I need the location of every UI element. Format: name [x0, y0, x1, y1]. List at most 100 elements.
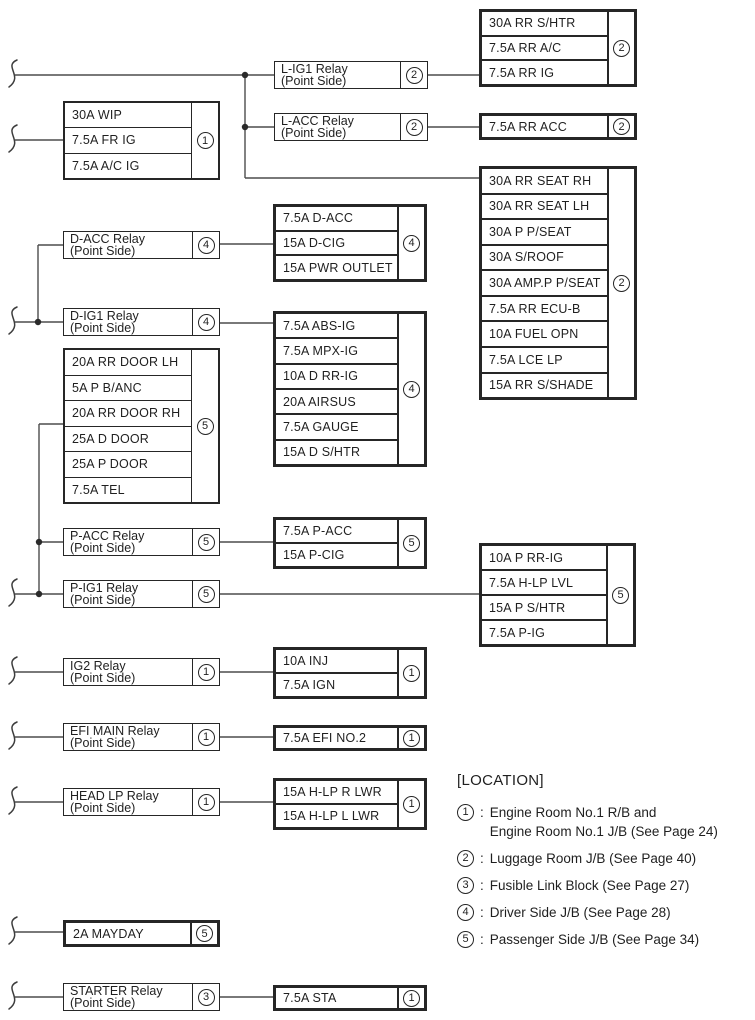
wire-break-symbols — [8, 59, 18, 1010]
wire-break-icon — [8, 656, 18, 685]
location-badge: 4 — [403, 234, 420, 252]
fuse-row: 7.5A D-ACC — [276, 207, 397, 232]
wire-break-icon — [8, 124, 18, 153]
fuse-row: 15A P S/HTR — [482, 596, 606, 621]
fuse-row: 15A D-CIG — [276, 232, 397, 257]
location-badge: 2 — [613, 118, 630, 135]
location-badge: 1 — [403, 664, 420, 682]
location-badge: 5 — [197, 533, 215, 551]
fuse-box-head-lp-group: 15A H-LP R LWR 15A H-LP L LWR 1 — [273, 778, 427, 830]
relay-d-ig1: D-IG1 Relay(Point Side) 4 — [63, 308, 220, 336]
location-badge: 2 — [613, 39, 630, 57]
relay-sub: (Point Side) — [70, 593, 136, 607]
location-badge: 2 — [405, 66, 423, 84]
fuse-box-passenger-door-group: 20A RR DOOR LH 5A P B/ANC 20A RR DOOR RH… — [63, 348, 220, 504]
relay-name: STARTER Relay — [70, 983, 163, 998]
fuse-box-d-acc-group: 7.5A D-ACC 15A D-CIG 15A PWR OUTLET 4 — [273, 204, 427, 282]
relay-p-ig1: P-IG1 Relay(Point Side) 5 — [63, 580, 220, 608]
location-badge: 1 — [403, 795, 420, 813]
fuse-row: 7.5A P-IG — [489, 625, 545, 640]
junction-dot — [35, 538, 43, 546]
fuse-box-wip-group: 30A WIP 7.5A FR IG 7.5A A/C IG 1 — [63, 101, 220, 180]
legend-entry: 2 : Luggage Room J/B (See Page 40) — [457, 849, 752, 868]
relay-name: D-ACC Relay — [70, 231, 146, 246]
junction-dots — [34, 71, 249, 598]
fuse-row: 7.5A RR A/C — [482, 37, 607, 62]
legend-text: Luggage Room J/B (See Page 40) — [489, 851, 697, 866]
relay-starter: STARTER Relay(Point Side) 3 — [63, 983, 220, 1011]
wire-break-icon — [8, 721, 18, 750]
fuse-box-efi-no2: 7.5A EFI NO.2 1 — [273, 725, 427, 751]
fuse-row: 30A RR S/HTR — [482, 12, 607, 37]
relay-name: D-IG1 Relay — [70, 308, 139, 323]
relay-name: EFI MAIN Relay — [70, 723, 160, 738]
fuse-row: 7.5A IGN — [283, 678, 336, 692]
legend-colon: : — [480, 878, 484, 893]
legend-colon: : — [480, 932, 484, 947]
relay-name: P-IG1 Relay — [70, 580, 139, 595]
junction-dot — [241, 71, 249, 79]
location-badge: 2 — [613, 274, 630, 292]
location-badge: 1 — [196, 132, 214, 149]
relay-name: L-IG1 Relay — [281, 61, 348, 76]
relay-name: IG2 Relay — [70, 658, 126, 673]
location-badge: 2 — [457, 850, 474, 867]
location-badge: 1 — [457, 804, 474, 821]
fuse-row: 10A FUEL OPN — [482, 322, 607, 348]
fuse-row: 7.5A STA — [283, 991, 337, 1005]
fuse-row: 30A S/ROOF — [482, 246, 607, 272]
wire-break-icon — [8, 786, 18, 815]
legend-text: Passenger Side J/B (See Page 34) — [489, 932, 700, 947]
location-badge: 1 — [197, 728, 215, 746]
fuse-row: 30A AMP.P P/SEAT — [482, 271, 607, 297]
fuse-row: 10A INJ — [276, 650, 397, 674]
fuse-row: 2A MAYDAY — [73, 926, 144, 941]
fuse-row: 30A RR SEAT LH — [482, 195, 607, 221]
fuse-row: 7.5A GAUGE — [276, 415, 397, 441]
location-badge: 3 — [457, 877, 474, 894]
fuse-row: 7.5A MPX-IG — [276, 339, 397, 365]
fuse-row: 15A H-LP L LWR — [283, 809, 380, 823]
location-badge: 5 — [457, 931, 474, 948]
wire-break-icon — [8, 916, 18, 945]
location-badge: 4 — [457, 904, 474, 921]
fuse-row: 15A PWR OUTLET — [283, 260, 393, 275]
fuse-row: 15A D S/HTR — [283, 445, 361, 460]
relay-name: HEAD LP Relay — [70, 788, 159, 803]
location-badge: 3 — [197, 988, 215, 1006]
location-badge: 5 — [612, 586, 629, 604]
fuse-row: 7.5A H-LP LVL — [482, 571, 606, 596]
relay-efi-main: EFI MAIN Relay(Point Side) 1 — [63, 723, 220, 751]
location-badge: 4 — [197, 236, 215, 254]
legend-text: Engine Room No.1 J/B (See Page 24) — [489, 824, 718, 839]
legend-entry: 5 : Passenger Side J/B (See Page 34) — [457, 930, 752, 949]
relay-l-acc: L-ACC Relay(Point Side) 2 — [274, 113, 428, 141]
fuse-row: 20A AIRSUS — [276, 390, 397, 416]
fuse-row: 7.5A ABS-IG — [276, 314, 397, 340]
fuse-box-p-ig-group: 10A P RR-IG 7.5A H-LP LVL 15A P S/HTR 7.… — [479, 543, 636, 647]
fuse-row: 30A P P/SEAT — [482, 220, 607, 246]
legend-entry: 4 : Driver Side J/B (See Page 28) — [457, 903, 752, 922]
relay-sub: (Point Side) — [70, 541, 136, 555]
location-badge: 4 — [403, 380, 420, 398]
fuse-row: 20A RR DOOR RH — [65, 401, 191, 427]
location-badge: 5 — [403, 534, 420, 552]
fuse-row: 15A RR S/SHADE — [489, 378, 594, 393]
relay-sub: (Point Side) — [281, 126, 347, 140]
relay-ig2: IG2 Relay(Point Side) 1 — [63, 658, 220, 686]
location-badge: 1 — [403, 989, 420, 1007]
fuse-row: 7.5A TEL — [72, 482, 125, 497]
fuse-box-rr-acc: 7.5A RR ACC 2 — [479, 113, 637, 140]
junction-dot — [34, 318, 42, 326]
wire-break-icon — [8, 981, 18, 1010]
fuse-row: 30A RR SEAT RH — [482, 169, 607, 195]
fuse-box-p-acc-group: 7.5A P-ACC 15A P-CIG 5 — [273, 517, 427, 569]
legend-title: [LOCATION] — [457, 772, 544, 789]
fuse-row: 20A RR DOOR LH — [65, 350, 191, 376]
fuse-row: 10A D RR-IG — [276, 365, 397, 390]
fuse-box-ig2-group: 10A INJ 7.5A IGN 1 — [273, 647, 427, 699]
legend-text: Driver Side J/B (See Page 28) — [489, 905, 671, 920]
